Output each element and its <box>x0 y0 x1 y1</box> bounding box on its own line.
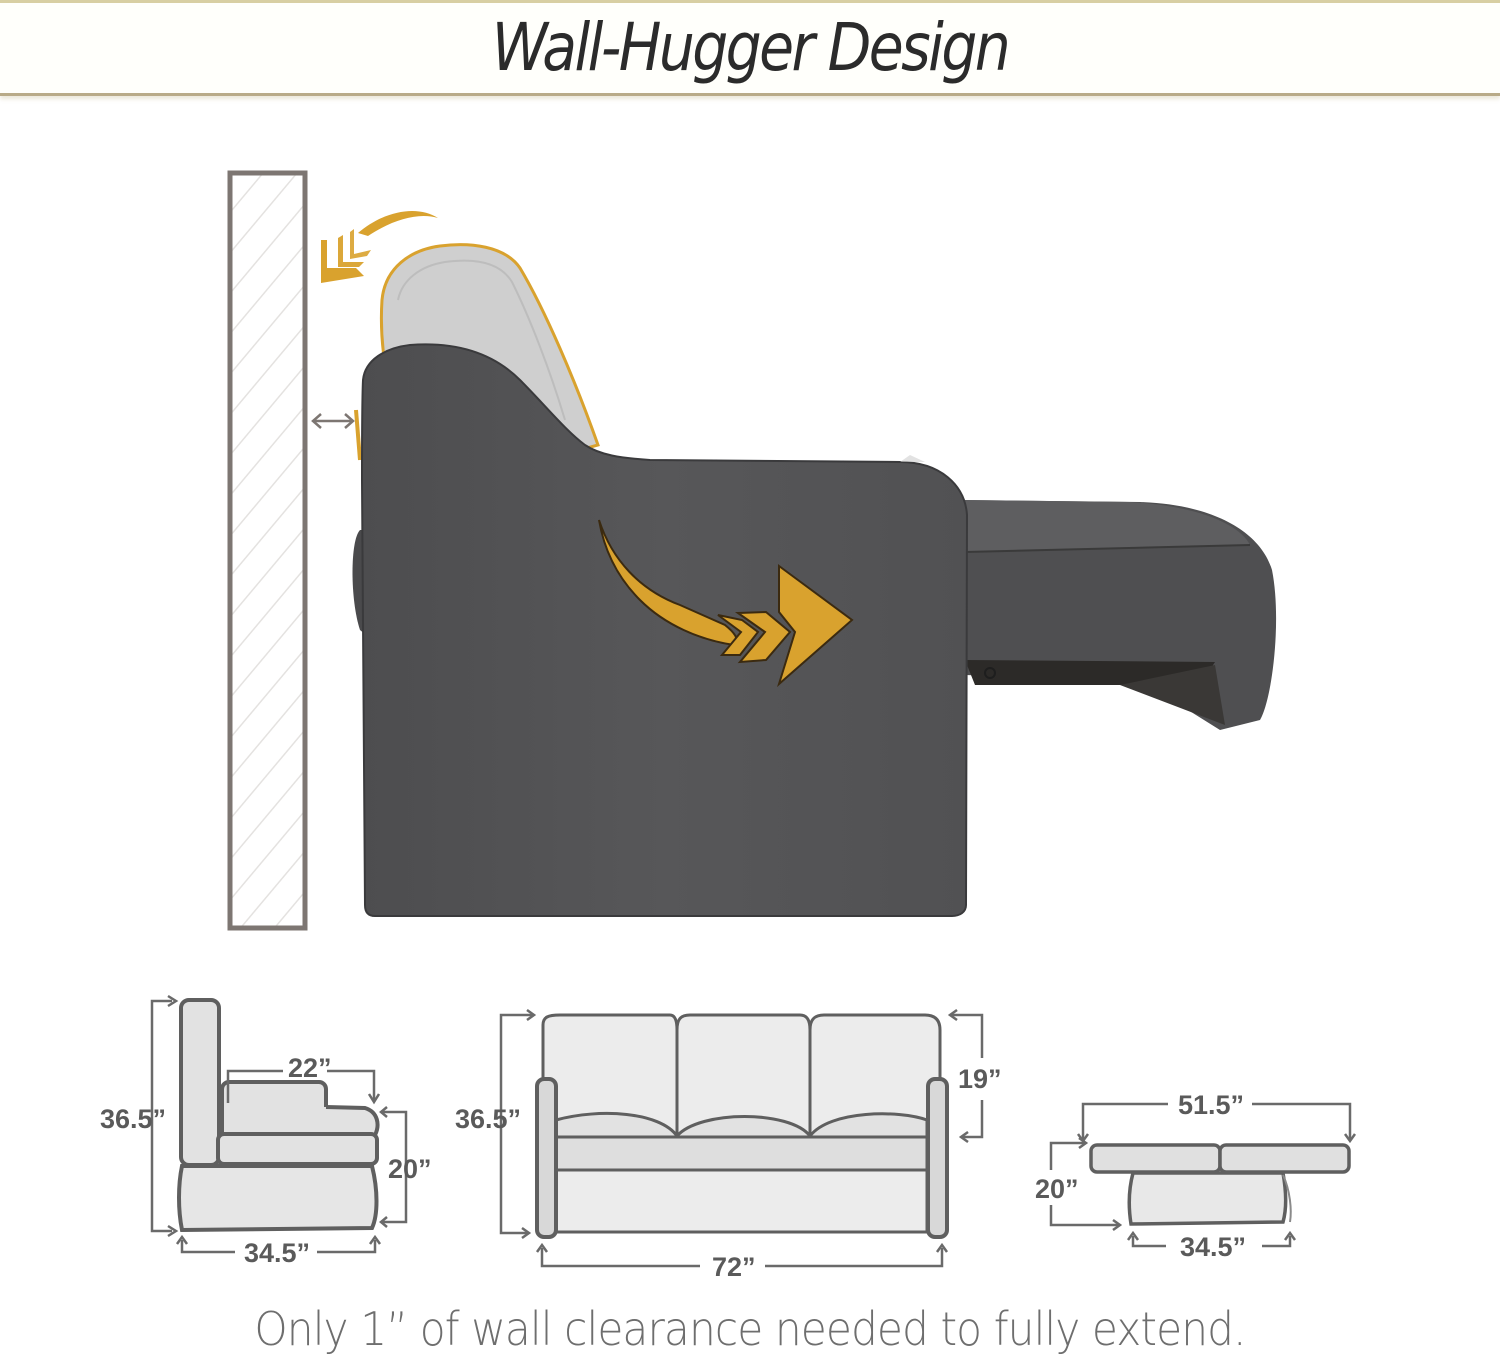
title-banner: Wall-Hugger Design <box>0 0 1500 96</box>
side-seat-height-label: 20” <box>388 1154 432 1184</box>
sofa-side-graphic <box>352 343 969 917</box>
side-height-label: 36.5” <box>100 1104 166 1134</box>
front-height-label: 36.5” <box>455 1104 521 1134</box>
side-view-dimension-diagram: 36.5” 22” 20” 34.5” <box>100 994 432 1268</box>
front-width-label: 72” <box>712 1252 756 1282</box>
recline-arrow-icon <box>321 210 438 283</box>
front-back-height-label: 19” <box>958 1064 1002 1094</box>
side-depth-label: 34.5” <box>244 1238 310 1268</box>
page-title: Wall-Hugger Design <box>491 9 1011 86</box>
wall-graphic <box>227 170 308 931</box>
extended-length-label: 51.5” <box>1178 1090 1244 1120</box>
extended-view-dimension-diagram: 51.5” 20” 34.5” <box>1035 1090 1357 1262</box>
extend-arrow-icon <box>598 519 854 688</box>
front-view-dimension-diagram: 36.5” 19” 72” <box>455 1008 1002 1282</box>
caption-text: Only 1” of wall clearance needed to full… <box>254 1302 1246 1356</box>
side-seat-depth-label: 22” <box>288 1053 332 1083</box>
clearance-double-arrow-icon <box>311 413 355 429</box>
extended-base-depth-label: 34.5” <box>1180 1232 1246 1262</box>
extended-seat-graphic <box>960 500 1277 730</box>
extended-height-label: 20” <box>1035 1174 1079 1204</box>
